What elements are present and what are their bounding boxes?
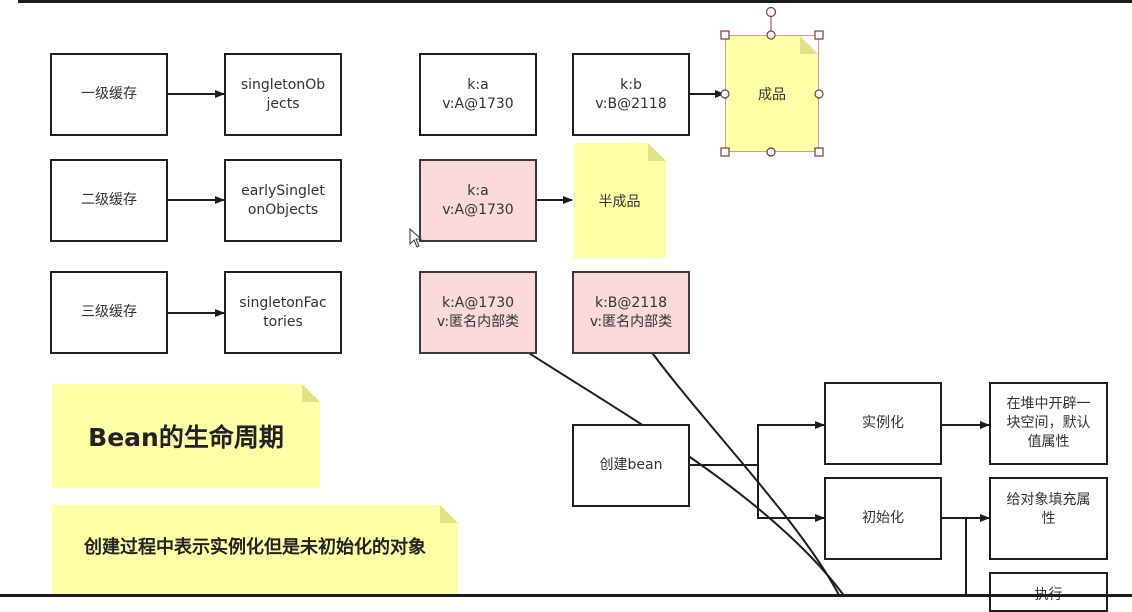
note-semi-finished-label: 半成品 — [598, 193, 641, 210]
lifecycle-create-bean[interactable]: 创建bean — [572, 424, 690, 507]
cache-level-2-map-label: earlySinglet onObjects — [241, 182, 325, 218]
cache-level-2-label: 二级缓存 — [81, 192, 137, 208]
entry-first-a-label: k:a v:A@1730 — [442, 76, 514, 112]
entry-second-a[interactable]: k:a v:A@1730 — [419, 159, 537, 242]
curve-from-third-b — [644, 342, 841, 597]
entry-first-b[interactable]: k:b v:B@2118 — [572, 53, 690, 136]
lifecycle-initialize[interactable]: 初始化 — [824, 477, 942, 560]
cache-level-1-label: 一级缓存 — [81, 86, 137, 102]
note-lifecycle-title[interactable]: Bean的生命周期 — [52, 384, 320, 488]
entry-first-b-label: k:b v:B@2118 — [595, 76, 667, 112]
entry-third-a-label: k:A@1730 v:匿名内部类 — [436, 294, 520, 330]
cache-level-3-map[interactable]: singletonFac tories — [224, 271, 342, 354]
note-finished-label: 成品 — [758, 86, 786, 103]
cache-level-3-label: 三级缓存 — [81, 304, 137, 320]
lifecycle-instantiate[interactable]: 实例化 — [824, 382, 942, 465]
cache-level-1[interactable]: 一级缓存 — [50, 53, 168, 136]
bottom-border — [0, 594, 1132, 597]
cache-level-2[interactable]: 二级缓存 — [50, 159, 168, 242]
resize-handle-e — [814, 89, 824, 99]
cache-level-2-map[interactable]: earlySinglet onObjects — [224, 159, 342, 242]
mouse-cursor-icon — [409, 228, 423, 248]
entry-third-b[interactable]: k:B@2118 v:匿名内部类 — [572, 271, 690, 354]
entry-first-a[interactable]: k:a v:A@1730 — [419, 53, 537, 136]
rotate-handle — [765, 6, 777, 18]
selection-handles — [720, 6, 824, 157]
arrow-create-to-instantiate — [690, 421, 825, 466]
note-semi-finished[interactable]: 半成品 — [573, 143, 666, 258]
top-border — [18, 0, 1132, 3]
instantiate-detail-label: 在堆中开辟一 块空间，默认 值属性 — [1006, 396, 1091, 450]
resize-handle-n — [766, 30, 776, 40]
resize-handle-s — [766, 147, 776, 157]
lifecycle-initialize-detail[interactable]: 给对象填充属 性 — [989, 477, 1108, 560]
cache-level-3-map-label: singletonFac tories — [239, 294, 327, 330]
resize-handle-nw — [720, 30, 730, 40]
entry-third-a[interactable]: k:A@1730 v:匿名内部类 — [419, 271, 537, 354]
lifecycle-instantiate-detail[interactable]: 在堆中开辟一 块空间，默认 值属性 — [989, 382, 1108, 465]
semi-description-text: 创建过程中表示实例化但是未初始化的对象 — [84, 537, 426, 558]
entry-second-a-label: k:a v:A@1730 — [442, 182, 514, 218]
note-semi-description[interactable]: 创建过程中表示实例化但是未初始化的对象 — [52, 505, 458, 597]
create-bean-label: 创建bean — [599, 457, 663, 473]
cache-level-3[interactable]: 三级缓存 — [50, 271, 168, 354]
resize-handle-ne — [814, 30, 824, 40]
cache-level-1-map[interactable]: singletonOb jects — [224, 53, 342, 136]
instantiate-label: 实例化 — [862, 415, 904, 431]
initialize-label: 初始化 — [862, 510, 904, 526]
resize-handle-se — [814, 147, 824, 157]
entry-third-b-label: k:B@2118 v:匿名内部类 — [589, 294, 673, 330]
resize-handle-w — [720, 89, 730, 99]
initialize-detail-label: 给对象填充属 性 — [1006, 491, 1091, 527]
resize-handle-sw — [720, 147, 730, 157]
lifecycle-title-text: Bean的生命周期 — [88, 423, 284, 452]
lifecycle-execute[interactable]: 执行 — [989, 572, 1108, 612]
cache-level-1-map-label: singletonOb jects — [240, 76, 326, 112]
